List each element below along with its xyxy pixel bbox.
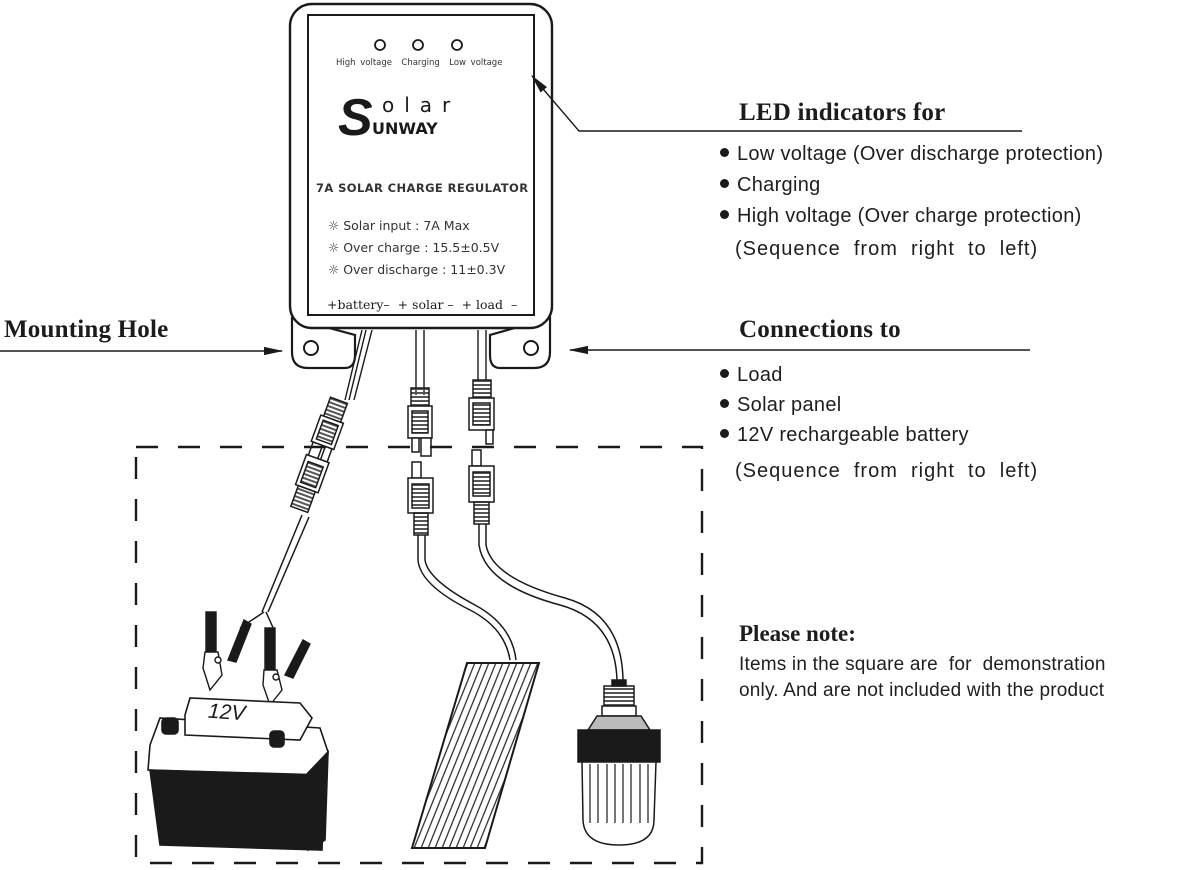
connections-list: Load Solar panel 12V rechargeable batter… (720, 360, 969, 450)
led-indicators-heading: LED indicators for (739, 99, 946, 126)
led-label-high: High voltage (336, 58, 392, 68)
list-item: 12V rechargeable battery (720, 420, 969, 450)
list-item: Charging (720, 170, 1103, 201)
brand-logo: S olar unway (338, 89, 508, 152)
spec-list: ☼ Solar input : 7A Max ☼ Over charge : 1… (328, 215, 505, 281)
bullet-icon (720, 429, 729, 438)
mounting-ear-right (488, 316, 552, 370)
led-high-voltage-icon (374, 39, 386, 51)
battery-label: 12V (207, 699, 247, 726)
bullet-icon (720, 399, 729, 408)
led-bulb-icon (577, 679, 661, 846)
sun-icon: ☼ (328, 262, 344, 277)
please-note-line-1: Items in the square are for demonstratio… (739, 654, 1106, 675)
please-note-heading: Please note: (739, 621, 856, 646)
list-item: Load (720, 360, 969, 390)
demonstration-box (134, 445, 704, 865)
bullet-icon (720, 369, 729, 378)
led-callout-arrow (531, 74, 1022, 132)
mounting-hole-right-icon (523, 340, 539, 356)
solar-connector (407, 387, 517, 661)
list-item: Low voltage (Over discharge protection) (720, 139, 1103, 170)
brand-top: olar (382, 93, 461, 117)
solar-panel-icon (410, 662, 541, 849)
spec-item: ☼ Over charge : 15.5±0.5V (328, 240, 500, 255)
mounting-hole-left-icon (303, 340, 319, 356)
load-connector (468, 379, 624, 681)
connections-heading: Connections to (739, 316, 901, 343)
bullet-icon (720, 210, 729, 219)
led-label-charging: Charging (401, 58, 440, 68)
brand-initial: S (338, 89, 373, 147)
sun-icon: ☼ (328, 218, 344, 233)
led-labels: High voltage Charging Low voltage (336, 58, 502, 68)
controller-label-panel (307, 14, 535, 316)
spec-item: ☼ Solar input : 7A Max (328, 218, 470, 233)
spec-item: ☼ Over discharge : 11±0.3V (328, 262, 506, 277)
list-item: High voltage (Over charge protection) (720, 201, 1103, 232)
connections-sequence-note: (Sequence from right to left) (735, 460, 1039, 482)
alligator-clamps-icon (202, 611, 311, 707)
please-note-body: Items in the square are for demonstratio… (739, 652, 1106, 704)
bullet-icon (720, 148, 729, 157)
led-low-voltage-icon (451, 39, 463, 51)
led-label-low: Low voltage (449, 58, 503, 68)
callout-lines (0, 74, 1030, 356)
brand-bottom: unway (372, 114, 438, 140)
cables (344, 329, 487, 401)
battery-connector (239, 396, 349, 633)
ports-label: +battery– + solar – + load – (327, 297, 518, 312)
led-charging-icon (412, 39, 424, 51)
led-indicators-list: Low voltage (Over discharge protection) … (720, 139, 1103, 232)
charge-controller (288, 2, 554, 370)
model-title: 7A SOLAR CHARGE REGULATOR (316, 181, 529, 195)
bullet-icon (720, 179, 729, 188)
please-note-line-2: only. And are not included with the prod… (739, 680, 1105, 701)
list-item: Solar panel (720, 390, 969, 420)
sun-icon: ☼ (328, 240, 344, 255)
mounting-hole-heading: Mounting Hole (4, 316, 169, 343)
battery-12v-icon (147, 697, 329, 852)
led-sequence-note: (Sequence from right to left) (735, 238, 1039, 260)
